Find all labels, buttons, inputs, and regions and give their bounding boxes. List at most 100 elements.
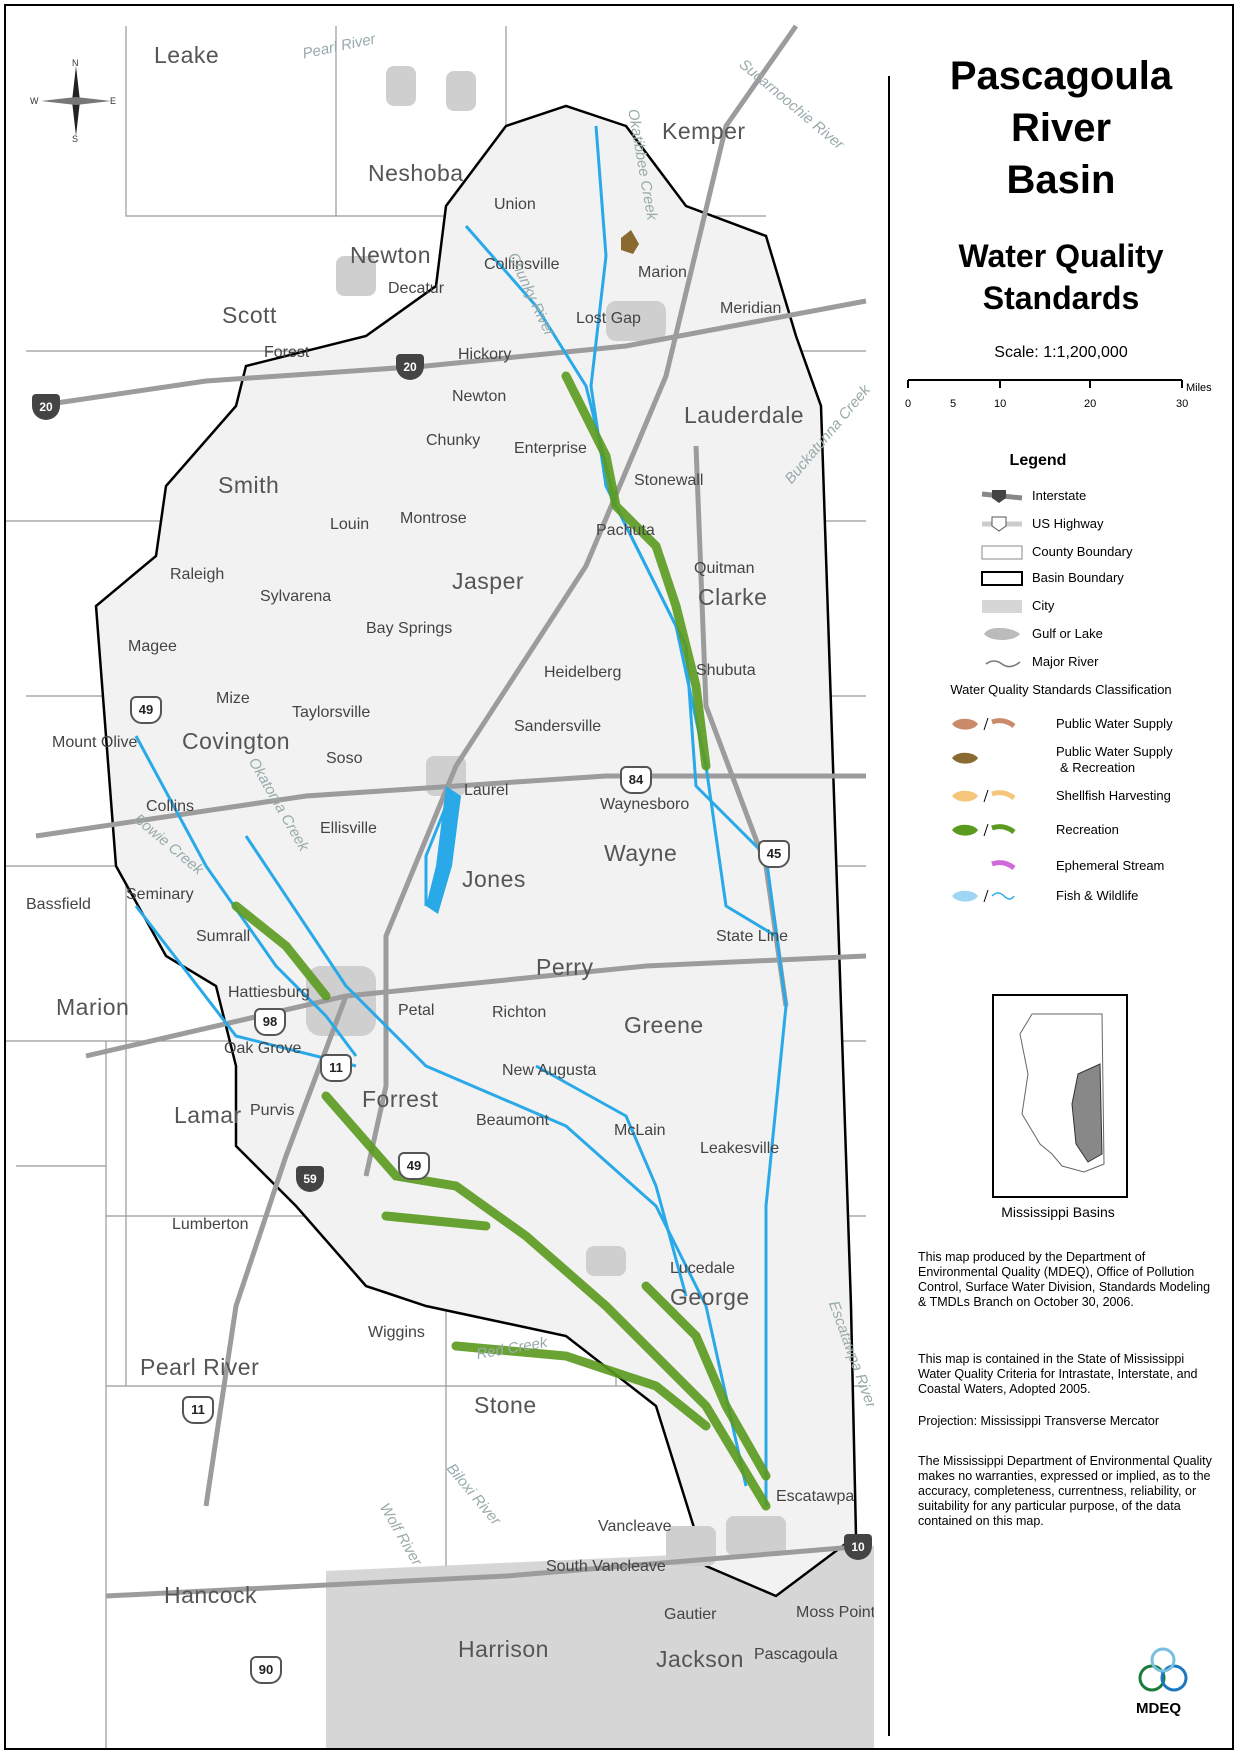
county-label: Marion xyxy=(56,994,130,1020)
city-label: Purvis xyxy=(250,1102,295,1119)
county-label: Clarke xyxy=(698,584,768,610)
city-label: Chunky xyxy=(426,432,481,449)
pws-recreation-swatch xyxy=(952,752,978,764)
city-label: Leakesville xyxy=(700,1140,780,1157)
scale-tick: 20 xyxy=(1084,398,1097,410)
major-river-line xyxy=(985,660,1021,668)
scale-tick: 0 xyxy=(905,398,912,410)
city-label: Petal xyxy=(398,1002,435,1019)
city-label: Forest xyxy=(264,344,310,361)
scale-bar xyxy=(907,379,1183,388)
city-label: Vancleave xyxy=(598,1518,672,1535)
map-subtitle-line2: Standards xyxy=(982,280,1140,316)
county-label: Covington xyxy=(182,728,291,754)
city-label: Collins xyxy=(146,798,195,815)
gulf-lake-swatch xyxy=(984,627,1020,640)
city-label: Montrose xyxy=(400,510,467,527)
us-highway-shield-icon: 45 xyxy=(758,840,790,868)
city-label: Oak Grove xyxy=(224,1040,302,1057)
city-label: Raleigh xyxy=(170,566,225,583)
county-label: Newton xyxy=(350,242,431,268)
county-label: Kemper xyxy=(662,118,746,144)
us-highway-shield-icon: 11 xyxy=(182,1396,214,1424)
scale-tick: 5 xyxy=(950,398,957,410)
county-label: Leake xyxy=(154,42,220,68)
note-disclaimer: The Mississippi Department of Environmen… xyxy=(918,1454,1212,1528)
map-title-line1: Pascagoula xyxy=(949,54,1173,98)
us-highway-shield-icon: 90 xyxy=(250,1656,282,1684)
city-label: Laurel xyxy=(464,782,509,799)
county-label: Wayne xyxy=(604,840,678,866)
recreation-swatch xyxy=(952,823,1016,837)
note-projection: Projection: Mississippi Transverse Merca… xyxy=(918,1414,1160,1428)
map-canvas: N S E W Leake Kemper Neshoba Newton Scot… xyxy=(6,6,874,1748)
county-boundary-swatch xyxy=(981,545,1023,560)
interstate-shield-icon: 10 xyxy=(844,1534,872,1560)
recreation-segments xyxy=(231,371,771,1511)
us-highway-shield-icon: 11 xyxy=(320,1054,352,1082)
county-label: Forrest xyxy=(362,1086,439,1112)
county-label: Scott xyxy=(222,302,277,328)
city-swatch xyxy=(982,600,1022,613)
city-label: Moss Point xyxy=(796,1604,874,1621)
city-label: Quitman xyxy=(694,560,755,577)
scale-unit: Miles xyxy=(1186,382,1212,394)
note-producer: This map produced by the Department of E… xyxy=(918,1250,1211,1309)
county-label: Jackson xyxy=(656,1646,744,1672)
city-label: Louin xyxy=(330,516,370,533)
city-label: Bay Springs xyxy=(366,620,453,637)
south-label: S xyxy=(72,134,79,144)
city-label: South Vancleave xyxy=(546,1558,666,1575)
county-label: Jones xyxy=(462,866,526,892)
inset-caption: Mississippi Basins xyxy=(1001,1204,1115,1220)
note-criteria: This map is contained in the State of Mi… xyxy=(918,1352,1198,1396)
north-label: N xyxy=(72,58,79,68)
city-label: Richton xyxy=(492,1004,547,1021)
us-highway-shield-icon: 49 xyxy=(130,696,162,724)
public-water-supply-swatch xyxy=(952,717,1016,731)
county-label: Harrison xyxy=(458,1636,549,1662)
county-label: Smith xyxy=(218,472,280,498)
panel-divider xyxy=(888,76,890,1736)
city-label: Union xyxy=(494,196,536,213)
city-label: Beaumont xyxy=(476,1112,549,1129)
shellfish-swatch xyxy=(952,789,1016,803)
city-label: Stonewall xyxy=(634,472,704,489)
city-label: Bassfield xyxy=(26,896,91,913)
city-label: Sumrall xyxy=(196,928,251,945)
city-label: Pascagoula xyxy=(754,1646,838,1663)
city-label: Soso xyxy=(326,750,363,767)
inset-map xyxy=(992,994,1128,1198)
county-label: Stone xyxy=(474,1392,537,1418)
highways xyxy=(35,24,867,1599)
city-label: Hickory xyxy=(458,346,512,363)
city-label: Ellisville xyxy=(320,820,377,837)
city-label: Waynesboro xyxy=(600,796,690,813)
us-highway-shield-icon: 98 xyxy=(254,1008,286,1036)
city-label: Sylvarena xyxy=(260,588,332,605)
us-highway-shield-icon: 84 xyxy=(620,766,652,794)
city-label: Escatawpa xyxy=(776,1488,855,1505)
county-label: Pearl River xyxy=(140,1354,260,1380)
scale-tick: 10 xyxy=(994,398,1007,410)
city-label: Shubuta xyxy=(696,662,756,679)
city-label: Pachuta xyxy=(596,522,655,539)
classification-heading: Water Quality Standards Classification xyxy=(950,682,1172,697)
interstate-shield-icon: 20 xyxy=(396,354,424,380)
county-label: George xyxy=(670,1284,750,1310)
city-label: Decatur xyxy=(388,280,445,297)
city-label: Hattiesburg xyxy=(228,984,310,1001)
interstate-shield-icon xyxy=(981,490,1023,503)
us-highway-shield-icon xyxy=(982,516,1022,532)
scale-label: Scale: 1:1,200,000 xyxy=(994,344,1128,361)
county-label: Lauderdale xyxy=(684,402,805,428)
city-label: Enterprise xyxy=(514,440,587,457)
city-label: Lucedale xyxy=(670,1260,735,1277)
scale-tick: 30 xyxy=(1176,398,1189,410)
county-label: Jasper xyxy=(452,568,525,594)
city-label: Marion xyxy=(638,264,687,281)
interstate-shield-icon: 20 xyxy=(32,394,60,420)
interstate-shield-icon: 59 xyxy=(296,1166,324,1192)
mdeq-logo-text: MDEQ xyxy=(1136,1700,1181,1717)
west-label: W xyxy=(30,96,39,106)
